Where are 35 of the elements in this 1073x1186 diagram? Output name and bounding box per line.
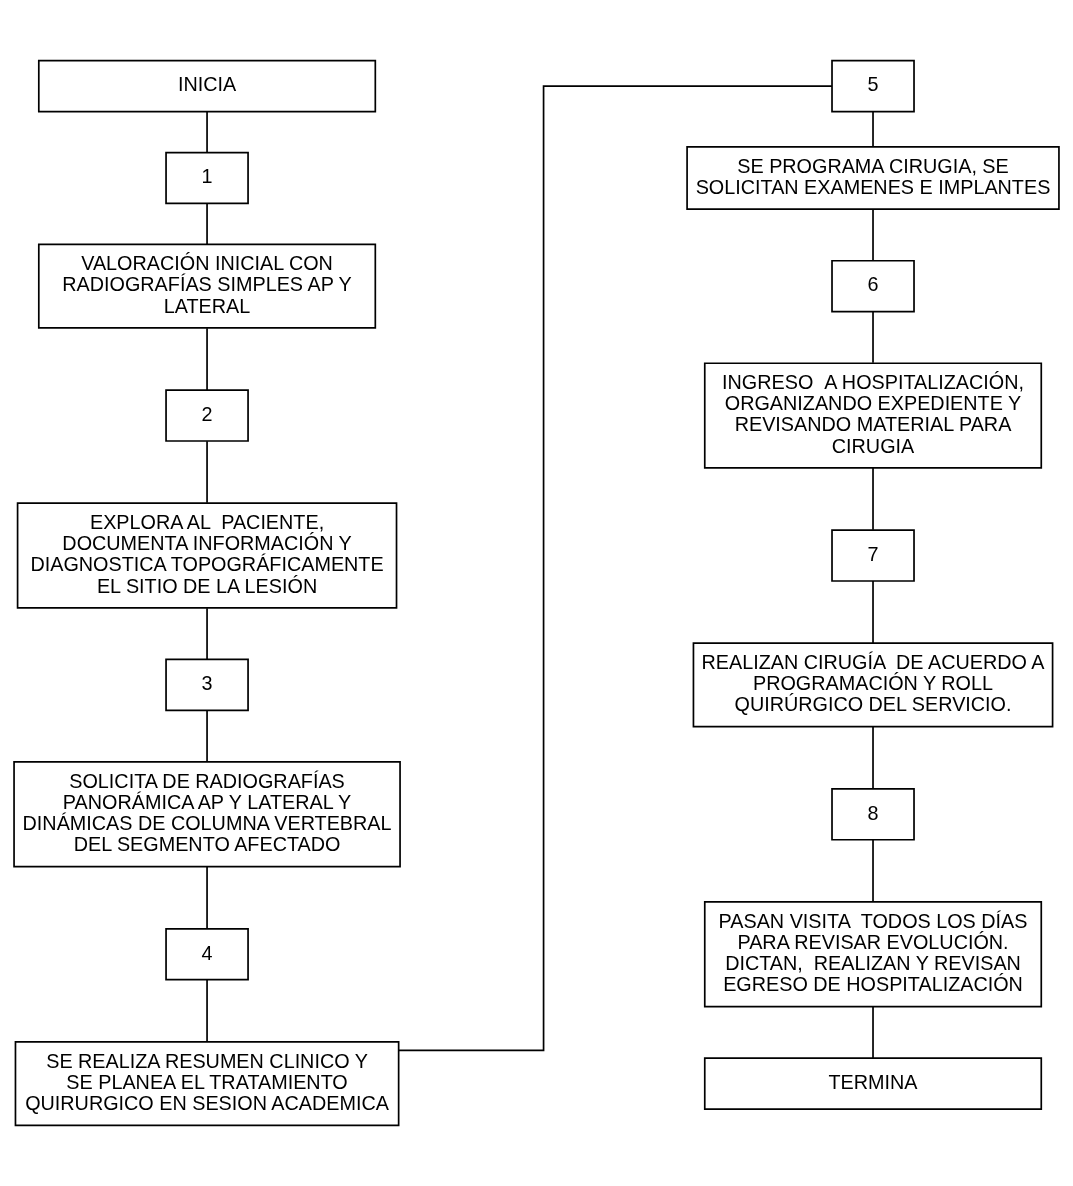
- node-box: INGRESO A HOSPITALIZACIÓN, ORGANIZANDO EXPEDIENTE Y REVISANDO MATERIAL PARA CIRUGIA: [703, 362, 1043, 469]
- node-box: VALORACIÓN INICIAL CON RADIOGRAFÍAS SIMPLES AP Y LATERAL: [37, 243, 377, 329]
- connector: [872, 726, 874, 790]
- node-box: EXPLORA AL PACIENTE, DOCUMENTA INFORMACIÓN Y DIAGNOSTICA TOPOGRÁFICAMENTE EL SITIO DE LA LESIÓN: [16, 502, 398, 609]
- connector: [206, 202, 208, 246]
- node-box: SE PROGRAMA CIRUGIA, SE SOLICITAN EXAMENES E IMPLANTES: [686, 146, 1060, 210]
- node-box: 1: [165, 151, 249, 205]
- connector: [872, 110, 874, 148]
- connector: [206, 327, 208, 391]
- node-box: 2: [165, 389, 249, 442]
- node-box: 5: [831, 59, 915, 113]
- connector: [206, 709, 208, 763]
- node-box: 7: [831, 529, 915, 582]
- connector: [206, 110, 208, 154]
- node-box: REALIZAN CIRUGÍA DE ACUERDO A PROGRAMACIÓN Y ROLL QUIRÚRGICO DEL SERVICIO.: [692, 642, 1054, 728]
- connector: [872, 208, 874, 262]
- node-box: 4: [165, 927, 249, 981]
- connector: [398, 85, 833, 1052]
- connector: [206, 607, 208, 661]
- connector: [872, 839, 874, 903]
- connector: [206, 865, 208, 930]
- connector: [872, 467, 874, 531]
- node-box: TERMINA: [703, 1057, 1043, 1110]
- connector: [872, 580, 874, 644]
- connector: [206, 978, 208, 1043]
- node-box: INICIA: [37, 59, 377, 113]
- node-box: SOLICITA DE RADIOGRAFÍAS PANORÁMICA AP Y LATERAL Y DINÁMICAS DE COLUMNA VERTEBRAL DEL SEGMENTO AFECTADO: [13, 761, 401, 868]
- node-box: 3: [165, 658, 249, 712]
- node-box: PASAN VISITA TODOS LOS DÍAS PARA REVISAR EVOLUCIÓN. DICTAN, REALIZAN Y REVISAN EGRESO DE HOSPITALIZACIÓN: [703, 901, 1043, 1008]
- node-box: SE REALIZA RESUMEN CLINICO Y SE PLANEA EL TRATAMIENTO QUIRURGICO EN SESION ACADEMICA: [14, 1041, 400, 1127]
- node-box: 8: [831, 788, 915, 841]
- connector: [206, 440, 208, 504]
- connector: [872, 310, 874, 364]
- node-box: 6: [831, 259, 915, 313]
- connector: [872, 1006, 874, 1059]
